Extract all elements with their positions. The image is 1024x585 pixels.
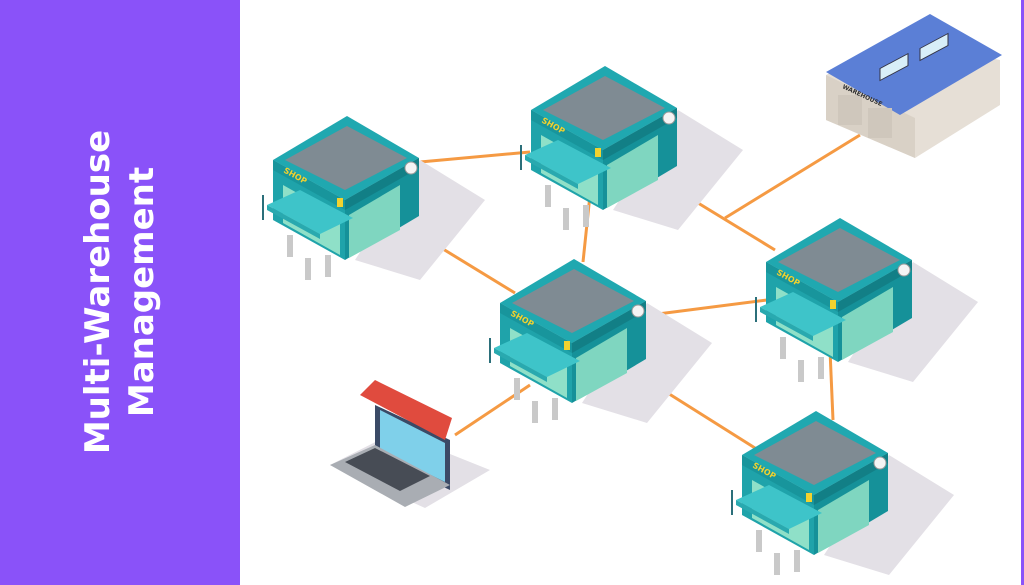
leg [774,553,780,575]
roof-top [754,421,876,485]
awning [736,485,822,529]
awning [494,333,580,377]
awning-edge [525,155,578,189]
shadow [824,455,954,575]
roof-edge [531,110,603,160]
leg [545,185,551,207]
roof-edge [603,108,677,160]
keyboard [345,448,430,491]
awning-edge [267,205,320,239]
shop-icon: SHOP [489,259,712,423]
roof-edge [838,260,912,312]
glass-wall [349,185,400,258]
door [868,108,892,138]
title-line-2: Management [122,166,162,418]
roof [826,14,1002,115]
title-line-1: Multi-Warehouse [78,129,118,455]
shadow [355,160,485,280]
leg [818,357,824,379]
shadow [613,110,743,230]
camera-icon [873,456,887,470]
connector-line [649,298,768,317]
glass-wall [607,135,658,208]
leg [798,360,804,382]
awning [360,380,452,440]
glass-wall [576,328,627,401]
leg [325,255,331,277]
skylight [879,52,909,82]
display [380,410,445,482]
leg [305,258,311,280]
laptop-store-icon [330,380,490,508]
sign-badge [595,148,601,157]
sign-badge [830,300,836,309]
sign-badge [337,198,343,207]
awning-edge [760,307,813,341]
connector-line [724,133,861,220]
awning-edge [736,500,789,534]
sign-badge [806,493,812,502]
roof-edge [345,158,419,210]
glass-wall [842,287,893,360]
leg [583,205,589,227]
awning [267,190,353,234]
leg [780,337,786,359]
connections [419,133,861,450]
roof-top [543,76,665,140]
leg [552,398,558,420]
camera-icon [897,263,911,277]
leg [514,378,520,400]
connector-line [828,349,835,421]
connector-line [419,150,531,164]
shop-icon: SHOP [731,411,954,575]
awning [525,140,611,184]
page-title: Multi-Warehouse Management [76,130,164,454]
camera-icon [631,304,645,318]
door [838,95,862,125]
shadow [582,303,712,423]
roof-edge [766,262,838,312]
connector-line [654,383,756,450]
leg [287,235,293,257]
roof-edge [500,303,572,353]
warehouse-icon: WAREHOUSE [826,14,1002,158]
roof-edge [273,160,345,210]
skylight [919,32,949,62]
shop-icon: SHOP [262,116,485,280]
camera-icon [662,111,676,125]
awning-edge [494,348,547,382]
roof-top [512,269,634,333]
sign-badge [564,341,570,350]
right-border [1021,0,1024,585]
roof-edge [572,301,646,353]
shop-icon: SHOP [755,218,978,382]
leg [756,530,762,552]
camera-icon [404,161,418,175]
awning [760,292,846,336]
roof-edge [814,453,888,505]
sidebar: Multi-Warehouse Management [0,0,240,585]
leg [532,401,538,423]
roof-top [285,126,407,190]
leg [794,550,800,572]
glass-wall [818,480,869,553]
leg [563,208,569,230]
shop-icon: SHOP [520,66,743,230]
roof-top [778,228,900,292]
roof-edge [742,455,814,505]
shadow [848,262,978,382]
